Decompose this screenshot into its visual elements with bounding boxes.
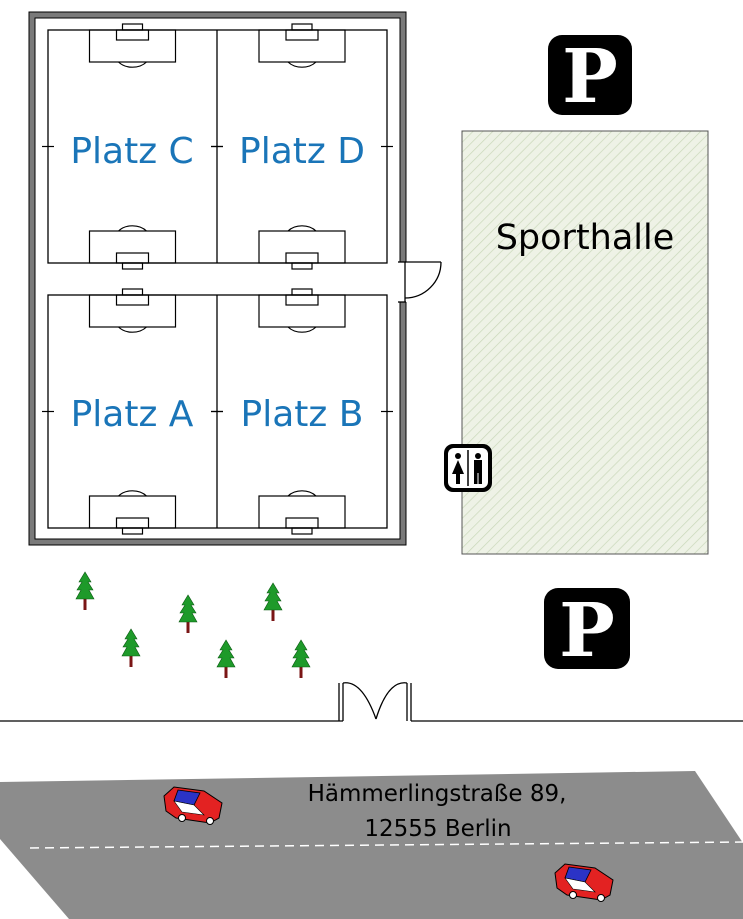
field-label-platz-c[interactable]: Platz C xyxy=(70,131,193,172)
gate-icon[interactable] xyxy=(338,682,412,721)
field-label-platz-a[interactable]: Platz A xyxy=(71,394,194,435)
car-icon-1 xyxy=(163,786,223,825)
tree-icon xyxy=(291,639,311,678)
trees xyxy=(75,571,311,678)
parking-icon-top[interactable]: P xyxy=(548,34,632,120)
car-icon-2 xyxy=(554,863,614,902)
address-line-2: 12555 Berlin xyxy=(364,816,511,842)
field-markings-group xyxy=(42,288,223,535)
restroom-icon[interactable] xyxy=(444,444,492,492)
sports-hall[interactable]: Sporthalle xyxy=(461,130,709,555)
door-icon[interactable] xyxy=(404,261,442,302)
field-label-platz-d[interactable]: Platz D xyxy=(239,131,365,172)
field-label-platz-b[interactable]: Platz B xyxy=(241,394,364,435)
parking-icon-bottom[interactable]: P xyxy=(544,588,630,674)
parking-label-bottom: P xyxy=(559,588,615,674)
tree-icon xyxy=(263,582,283,621)
tree-icon xyxy=(75,571,95,610)
sports-hall-label: Sporthalle xyxy=(496,218,675,258)
tree-icon xyxy=(121,628,141,667)
football-complex: Platz C Platz D Platz A Platz B xyxy=(28,11,442,546)
field-markings-group xyxy=(42,23,223,270)
field-markings-group xyxy=(211,288,393,535)
tree-icon xyxy=(216,639,236,678)
parking-label-top: P xyxy=(562,34,618,120)
address-line-1: Hämmerlingstraße 89, xyxy=(308,781,567,807)
field-markings-group xyxy=(211,23,393,270)
tree-icon xyxy=(178,594,198,633)
